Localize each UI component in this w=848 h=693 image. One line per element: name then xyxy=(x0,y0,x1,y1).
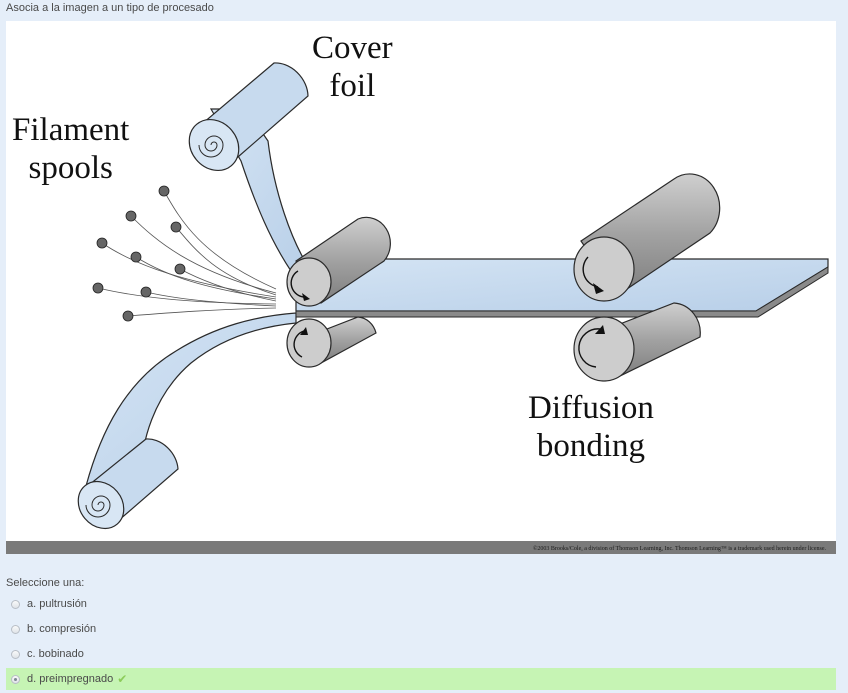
option-d-radio[interactable] xyxy=(11,674,20,684)
check-icon: ✔ xyxy=(117,672,128,686)
diffusion-roller-lower xyxy=(573,302,701,382)
nip-roller-upper xyxy=(286,216,391,307)
process-figure: Cover foil Filament spools Diffusion bon… xyxy=(6,21,836,554)
copyright-text: ©2003 Brooks/Cole, a division of Thomson… xyxy=(532,546,826,552)
option-b-label: b. compresión xyxy=(27,623,97,635)
process-diagram xyxy=(77,62,829,530)
diffusion-bonding-label: Diffusion bonding xyxy=(528,389,654,465)
question-text: Asocia a la imagen a un tipo de procesad… xyxy=(6,2,214,14)
bottom-foil-spool xyxy=(77,438,179,530)
option-a-label: a. pultrusión xyxy=(27,598,87,610)
option-c-label: c. bobinado xyxy=(27,648,84,660)
filament-label-line1: Filament xyxy=(12,112,130,148)
option-c-radio[interactable] xyxy=(11,649,20,659)
nip-roller-lower xyxy=(286,316,377,368)
option-d[interactable]: d. preimpregnado ✔ xyxy=(6,668,836,690)
copyright-strip: ©2003 Brooks/Cole, a division of Thomson… xyxy=(6,541,836,554)
cover-foil-label-line1: Cover xyxy=(312,30,393,66)
cover-foil-label: Cover foil xyxy=(312,29,393,105)
option-a[interactable]: a. pultrusión xyxy=(6,593,836,615)
diffusion-label-line1: Diffusion xyxy=(528,390,654,426)
cover-foil-label-line2: foil xyxy=(329,68,376,104)
option-b-radio[interactable] xyxy=(11,624,20,634)
filament-label-line2: spools xyxy=(28,150,113,186)
filament-spools xyxy=(92,185,277,322)
answer-prompt: Seleccione una: xyxy=(6,577,85,589)
diffusion-label-line2: bonding xyxy=(536,428,646,464)
cover-foil-spool xyxy=(188,62,309,172)
option-c[interactable]: c. bobinado xyxy=(6,643,836,665)
option-a-radio[interactable] xyxy=(11,599,20,609)
option-d-label: d. preimpregnado xyxy=(27,673,114,685)
option-b[interactable]: b. compresión xyxy=(6,618,836,640)
diffusion-roller-upper xyxy=(573,173,721,302)
filament-spools-label: Filament spools xyxy=(12,111,129,187)
